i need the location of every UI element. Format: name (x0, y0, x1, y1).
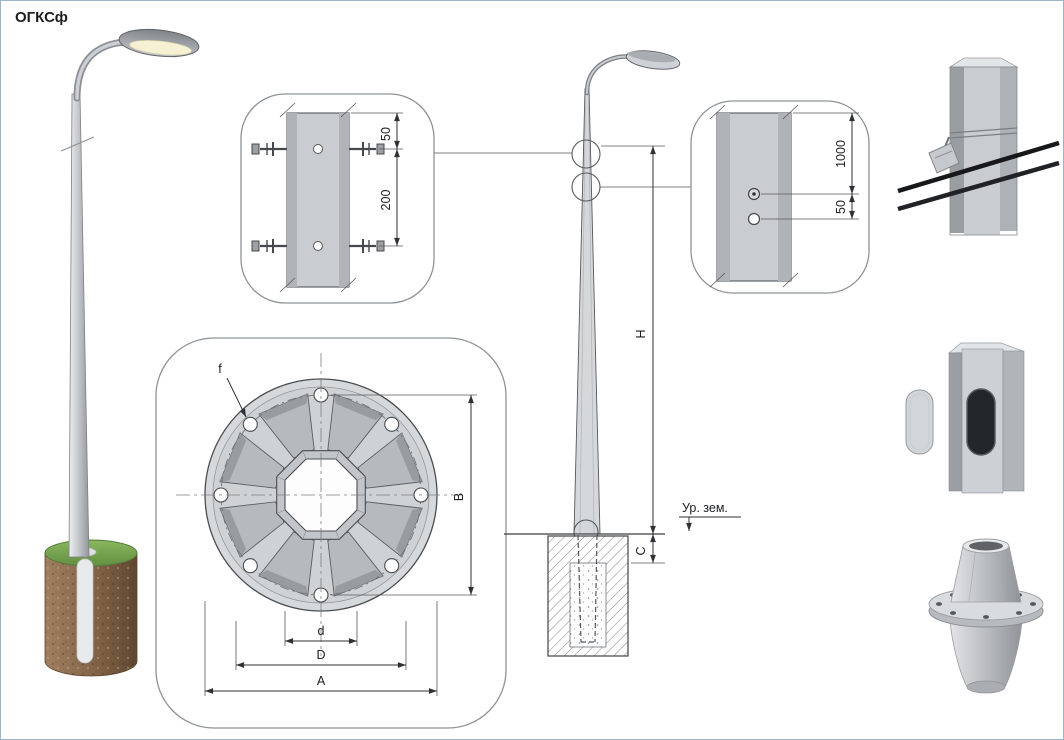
dim-label-A: A (317, 674, 326, 688)
access-opening-3d-render (905, 342, 1025, 494)
foundation-section (547, 534, 629, 657)
break-mark (60, 136, 95, 152)
base-cup (950, 545, 1022, 603)
dim-label-B: B (452, 493, 466, 501)
break-mark (709, 272, 726, 288)
concrete-sleeve (569, 562, 607, 648)
flange-plan-detail: f B d D A (155, 337, 507, 729)
dim-label-C: C (634, 546, 648, 555)
cable-upper (897, 140, 1060, 194)
dim-label-D: D (316, 648, 325, 662)
wedge-clamp (928, 142, 960, 174)
callout-circle-lower (571, 172, 601, 202)
dim-label-H: H (634, 329, 648, 338)
access-cover-plate (905, 389, 934, 455)
access-hole (966, 388, 996, 456)
break-mark (279, 102, 296, 118)
luminaire-elevation (625, 50, 681, 70)
callout-circle-upper (571, 139, 601, 169)
break-mark (340, 277, 357, 293)
dim-label-50: 50 (379, 127, 393, 141)
page-title: ОГКСф (15, 9, 68, 26)
cable-lower (897, 160, 1060, 212)
break-mark (782, 104, 799, 120)
dim-label-50: 50 (834, 200, 848, 214)
break-mark (709, 104, 726, 120)
flange-base-3d-render (928, 538, 1044, 694)
dim-label-1000: 1000 (834, 140, 848, 168)
dim-label-d: d (318, 624, 325, 638)
embedded-pole-hidden (577, 534, 598, 643)
ground-level-label: Ур. зем. (682, 501, 728, 515)
arm-3d (75, 39, 135, 100)
pole-3d-render (44, 28, 200, 677)
cup-opening (969, 541, 1003, 551)
dim-label-200: 200 (379, 190, 393, 211)
cable-clamp-3d-render (897, 57, 1060, 236)
luminaire-3d (118, 28, 200, 58)
break-mark (340, 102, 357, 118)
pole-facet-right (339, 113, 349, 287)
octagon-facet-edges (276, 450, 366, 540)
break-mark (279, 277, 296, 293)
embedded-pipe (76, 558, 94, 664)
pole-shaft-elevation (573, 88, 601, 535)
arm-elevation (584, 53, 634, 96)
leader-f (226, 377, 247, 418)
pole-section (286, 112, 350, 288)
drain-hole (747, 212, 761, 226)
top-connection-detail: 50 200 (240, 93, 435, 304)
pole-facet-right (778, 113, 791, 281)
arm-outline-3d (73, 37, 137, 102)
pole-shaft-3d (68, 93, 90, 558)
break-mark (782, 272, 799, 288)
pole-facet-left (287, 113, 297, 287)
grounding-hole-detail: 1000 50 (690, 100, 870, 294)
dim-label-f: f (218, 362, 222, 376)
pole-facet-left (717, 113, 730, 281)
